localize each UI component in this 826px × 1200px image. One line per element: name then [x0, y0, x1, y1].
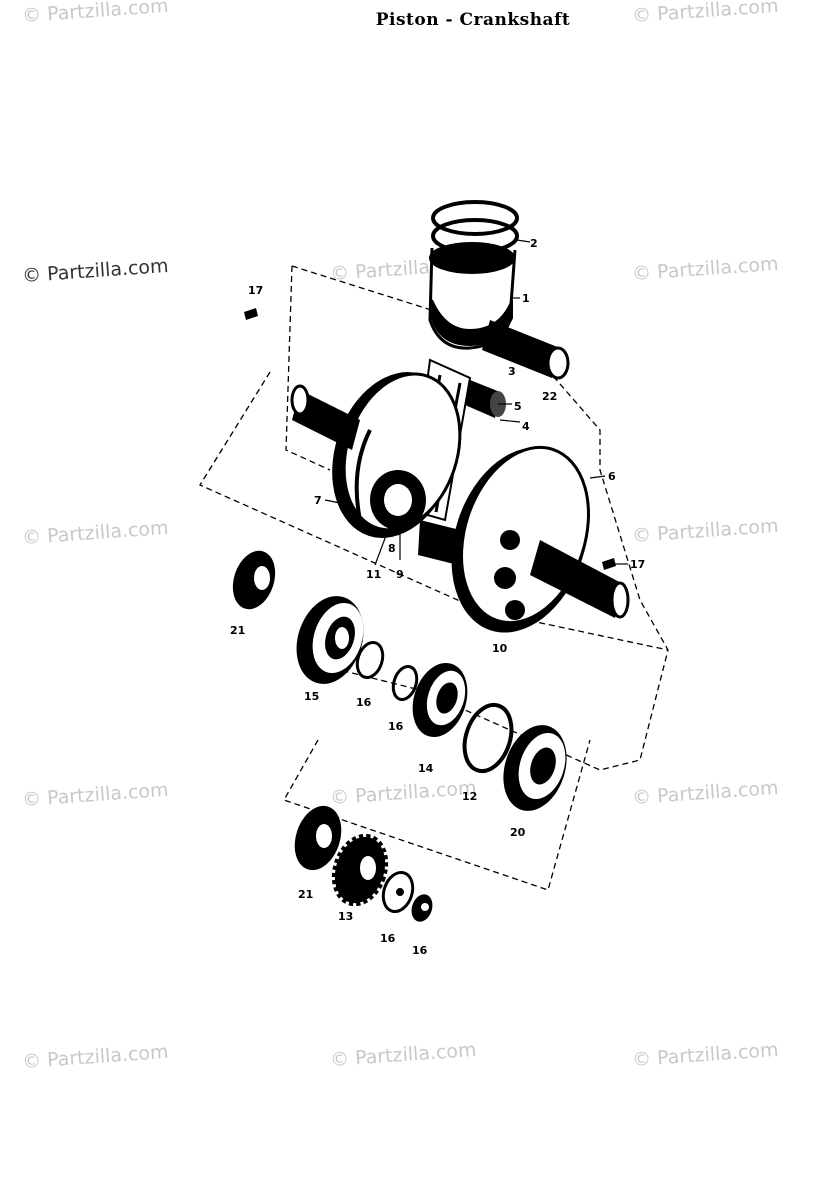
callout-1: 1: [522, 292, 530, 305]
callout-9: 9: [396, 568, 404, 581]
primary-gear: [331, 833, 389, 907]
circlip: [355, 640, 419, 702]
callout-17: 17: [248, 284, 263, 297]
callout-22: 22: [542, 390, 557, 403]
main-bearing-center: [412, 662, 468, 738]
callout-10: 10: [492, 642, 508, 655]
callout-14: 14: [418, 762, 434, 775]
callout-5: 5: [514, 400, 522, 413]
callout-7: 7: [314, 494, 322, 507]
callout-12: 12: [462, 790, 477, 803]
washer: [381, 870, 415, 914]
callout-8: 8: [388, 542, 396, 555]
leader-lines: [324, 239, 628, 566]
locating-pin: [602, 558, 616, 570]
thrust-ring: [462, 702, 514, 774]
right-shaft: [530, 540, 630, 619]
small-end-bearing: [465, 380, 506, 418]
locating-pin: [244, 308, 258, 320]
oil-seal: [294, 805, 342, 871]
main-bearing-left: [296, 596, 364, 684]
callout-4: 4: [522, 420, 530, 433]
callout-16: 16: [380, 932, 396, 945]
left-crank-wheel: [332, 372, 462, 538]
callout-2: 2: [530, 237, 538, 250]
callout-13: 13: [338, 910, 353, 923]
piston-pin: [482, 320, 570, 380]
callout-17: 17: [630, 558, 645, 571]
main-bearing-right: [503, 725, 567, 811]
callout-21: 21: [230, 624, 245, 637]
assembly-boundary: [199, 265, 669, 891]
callout-3: 3: [508, 365, 516, 378]
callout-21: 21: [298, 888, 313, 901]
callout-16: 16: [356, 696, 372, 709]
callout-15: 15: [304, 690, 319, 703]
callout-11: 11: [366, 568, 381, 581]
diagram-title: Piston - Crankshaft: [375, 10, 571, 30]
callout-16: 16: [388, 720, 404, 733]
oil-seal: [232, 550, 276, 610]
callout-16: 16: [412, 944, 428, 957]
left-shaft: [290, 384, 360, 450]
callout-6: 6: [608, 470, 616, 483]
callout-20: 20: [510, 826, 526, 839]
nut: [411, 894, 433, 922]
